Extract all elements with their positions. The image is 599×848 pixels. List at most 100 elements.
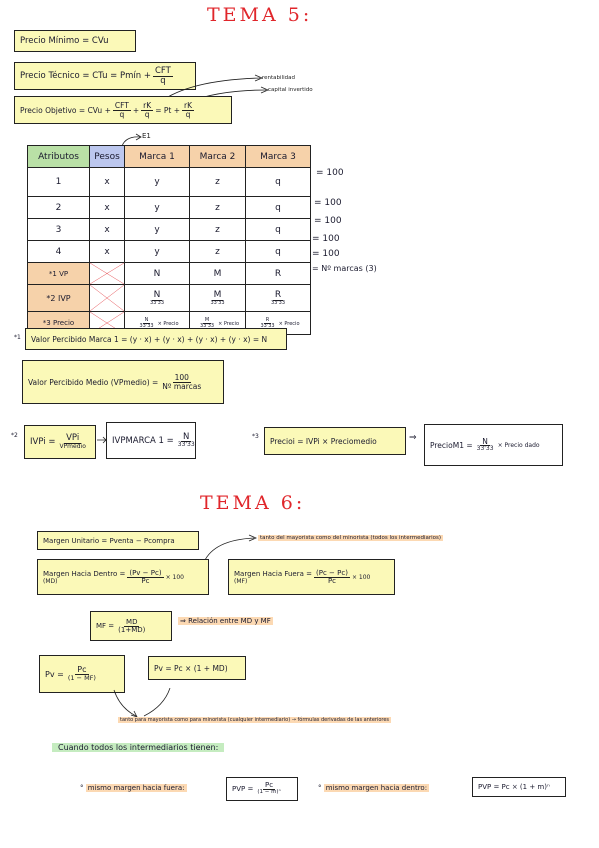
table-header-row: Atributos Pesos Marca 1 Marca 2 Marca 3 — [27, 145, 311, 168]
numerator: M — [211, 289, 224, 301]
cell: z — [189, 218, 246, 241]
denominator: 33'33 — [149, 299, 165, 306]
table-row: 2 x y z q — [27, 196, 311, 219]
numerator: R — [272, 289, 284, 301]
numerator: rK — [182, 101, 195, 111]
pv-fuera-left: Pv = — [45, 669, 64, 679]
ivp-marca-box: IVPMARCA 1 = N 33'33 — [106, 422, 196, 459]
cell: x — [89, 196, 125, 219]
relacion-note: ⇒ Relación entre MD y MF — [178, 617, 273, 625]
row-sum: = 100 — [312, 234, 340, 244]
bullet: ° — [318, 784, 322, 792]
tema6-title: TEMA 6: — [200, 492, 306, 514]
margen-fuera-right: × 100 — [351, 573, 371, 581]
vp-medio-box: Valor Percibido Medio (VPmedio) = 100 Nº… — [22, 360, 224, 404]
precio-tecnico-left: Precio Técnico = CTu = Pmín + — [20, 71, 151, 81]
note-mayorista-text: tanto del mayorista como del minorista (… — [258, 535, 444, 541]
numerator: MD — [124, 617, 140, 627]
mismo-fuera-text: mismo margen hacia fuera: — [85, 784, 187, 792]
cell: z — [189, 240, 246, 263]
numerator: VPi — [64, 433, 82, 444]
cell: y — [124, 196, 190, 219]
table-row-vp: *1 VP N M R — [27, 262, 311, 285]
ivp-marca-fraction: N 33'33 — [176, 433, 197, 449]
cell: q — [245, 218, 311, 241]
denominator: q — [160, 75, 166, 86]
margen-fuera-left: Margen Hacia Fuera = — [234, 569, 313, 578]
denominator: (1 − MF) — [67, 674, 96, 683]
denominator: Pc — [327, 576, 337, 585]
note-e1: E1 — [142, 132, 151, 140]
numerator: Pc — [263, 781, 276, 791]
precio-minimo-text: Precio Mínimo = CVu — [20, 36, 109, 46]
numerator: (Pc − Pc) — [314, 568, 350, 578]
cell: N — [124, 262, 190, 285]
margen-dentro-right: × 100 — [165, 573, 184, 581]
numerator: Pc — [75, 665, 89, 676]
denominator: (1 − m)ⁿ — [257, 789, 281, 796]
fraction-1: CFT q — [112, 102, 131, 118]
numerator: rK — [141, 101, 154, 111]
margen-fuera-box: Margen Hacia Fuera = (MF) (Pc − Pc) Pc ×… — [228, 559, 395, 595]
relacion-text: ⇒ Relación entre MD y MF — [178, 617, 273, 625]
mismo-dentro-formula: PVP = Pc × (1 + m)ⁿ — [478, 783, 550, 791]
numerator: R — [263, 316, 272, 324]
margen-dentro-label: Margen Hacia Dentro = (MD) — [43, 570, 125, 585]
precio-tecnico-box: Precio Técnico = CTu = Pmín + CFT q — [14, 62, 196, 90]
precio-suffix: × Precio — [218, 320, 240, 327]
precio-suffix: × Precio — [278, 320, 300, 327]
note-capital: capital invertido — [268, 87, 313, 93]
note-formulas-text: tanto para mayorista como para minorista… — [118, 717, 392, 723]
margen-unitario-box: Margen Unitario = Pventa − Pcompra — [37, 531, 199, 550]
vp-medio-fraction: 100 Nº marcas — [160, 374, 203, 390]
cell: z — [189, 196, 246, 219]
row-sum: = Nº marcas (3) — [312, 264, 377, 273]
bullet: ° — [80, 784, 84, 792]
crossed-cell — [89, 284, 125, 312]
precio-m1-right: × Precio dado — [497, 441, 540, 449]
valor-percibido-prefix: *1 — [14, 334, 21, 341]
margen-dentro-fraction: (Pv − Pc) Pc — [127, 568, 164, 585]
vp-label: *1 VP — [27, 262, 90, 285]
precio-objetivo-mid: = Pt + — [155, 105, 180, 115]
mismo-fuera-left: PVP = — [232, 785, 254, 793]
margen-dentro-box: Margen Hacia Dentro = (MD) (Pv − Pc) Pc … — [37, 559, 209, 595]
precio-m1-fraction: N 33'33 — [475, 438, 496, 453]
note-mayorista: tanto del mayorista como del minorista (… — [258, 535, 444, 541]
numerator: N — [181, 431, 192, 443]
numerator: N — [151, 289, 163, 301]
denominator: 33'33 — [270, 299, 286, 306]
cell: 1 — [27, 167, 90, 197]
numerator: N — [480, 436, 490, 447]
precio-i-box: Precioi = IVPi × Preciomedio — [264, 427, 406, 455]
pv-dentro-box: Pv = Pc × (1 + MD) — [148, 656, 246, 680]
implies-arrow: ⇒ — [409, 433, 417, 443]
note-rentabilidad: rentabilidad — [262, 75, 295, 81]
numerator: (Pv − Pc) — [127, 568, 164, 578]
margen-dentro-sub: (MD) — [43, 577, 58, 585]
cell: q — [245, 167, 311, 197]
pv-dentro-text: Pv = Pc × (1 + MD) — [154, 663, 228, 673]
cell: 4 — [27, 240, 90, 263]
precio-objetivo-left: Precio Objetivo = CVu + — [20, 105, 111, 115]
crossed-cell — [89, 262, 125, 285]
mf-formula-box: MF = MD (1+MD) — [90, 611, 172, 641]
row-sum: = 100 — [314, 198, 342, 208]
fraction-3: rK q — [182, 101, 195, 118]
margen-fuera-label: Margen Hacia Fuera = (MF) — [234, 570, 312, 585]
denominator: 33'33 — [476, 445, 494, 453]
note-formulas: tanto para mayorista como para minorista… — [118, 717, 392, 723]
merge-arrows — [113, 688, 171, 718]
row-sum: = 100 — [312, 249, 340, 259]
header-pesos: Pesos — [89, 145, 125, 168]
cell: q — [245, 196, 311, 219]
denominator: Nº marcas — [162, 381, 202, 391]
mismo-fuera-line: ° mismo margen hacia fuera: — [80, 784, 187, 792]
